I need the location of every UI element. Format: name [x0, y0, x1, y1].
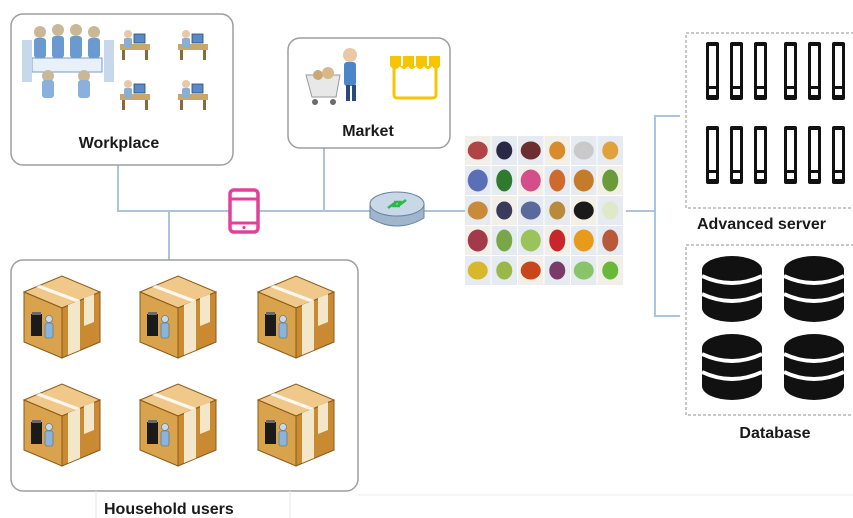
food-item — [520, 201, 541, 220]
food-item — [549, 141, 566, 160]
food-item — [573, 201, 594, 220]
server-rack-icon — [706, 42, 719, 100]
database-cylinder-icon — [782, 332, 846, 402]
food-item — [549, 261, 566, 280]
food-item — [467, 261, 488, 280]
food-item — [467, 169, 488, 192]
workplace-node: Workplace — [10, 13, 234, 166]
food-item — [496, 261, 513, 280]
house-box-icon — [257, 383, 335, 467]
house-box-icon — [23, 383, 101, 467]
database-cylinder-icon — [782, 254, 846, 324]
food-item — [520, 169, 541, 192]
food-item — [573, 261, 594, 280]
food-item — [549, 201, 566, 220]
database-label: Database — [739, 425, 810, 442]
server-rack-icon — [730, 42, 743, 100]
house-box-icon — [139, 275, 217, 359]
food-item — [496, 201, 513, 220]
smartphone-icon — [228, 188, 260, 234]
shop-storefront-icon — [390, 56, 440, 100]
household-node: Household users — [10, 259, 853, 518]
food-item — [496, 141, 513, 160]
database-cylinder-icon — [700, 254, 764, 324]
food-item — [496, 229, 513, 252]
server-db-bracket — [654, 115, 680, 317]
food-item — [467, 141, 488, 160]
household-label: Household users — [104, 501, 234, 518]
database-node: Database — [685, 244, 853, 442]
food-item — [496, 169, 513, 192]
food-item — [549, 229, 566, 252]
connector-lines — [117, 115, 680, 317]
database-cylinder-icon — [700, 332, 764, 402]
market-label: Market — [342, 123, 394, 140]
food-item — [573, 141, 594, 160]
server-rack-icon — [754, 42, 767, 100]
server-rack-icon — [730, 126, 743, 184]
advanced-server-node: Advanced server — [685, 32, 853, 233]
food-item — [467, 229, 488, 252]
market-node: Market — [287, 37, 451, 149]
workplace-label: Workplace — [79, 135, 160, 152]
house-box-icon — [257, 275, 335, 359]
food-item — [602, 261, 619, 280]
food-item — [520, 229, 541, 252]
food-item — [520, 261, 541, 280]
server-rack-icon — [808, 42, 821, 100]
server-rack-icon — [784, 42, 797, 100]
food-item — [602, 229, 619, 252]
server-rack-icon — [706, 126, 719, 184]
shopper-cart-icon — [305, 48, 357, 105]
server-rack-icon — [754, 126, 767, 184]
house-box-icon — [139, 383, 217, 467]
food-item — [602, 141, 619, 160]
meeting-group-icon — [22, 24, 114, 98]
food-item — [520, 141, 541, 160]
router-icon — [369, 191, 425, 227]
workplace-box — [10, 13, 234, 166]
server-rack-icon — [808, 126, 821, 184]
advanced-server-label: Advanced server — [697, 216, 826, 233]
food-item — [602, 201, 619, 220]
server-rack-icon — [832, 126, 845, 184]
food-item — [573, 229, 594, 252]
server-rack-icon — [832, 42, 845, 100]
food-item — [549, 169, 566, 192]
server-rack-icon — [784, 126, 797, 184]
food-item — [573, 169, 594, 192]
food-item — [602, 169, 619, 192]
food-item — [467, 201, 488, 220]
food-image-grid — [465, 136, 623, 285]
house-box-icon — [23, 275, 101, 359]
workplace-connector — [117, 165, 229, 212]
